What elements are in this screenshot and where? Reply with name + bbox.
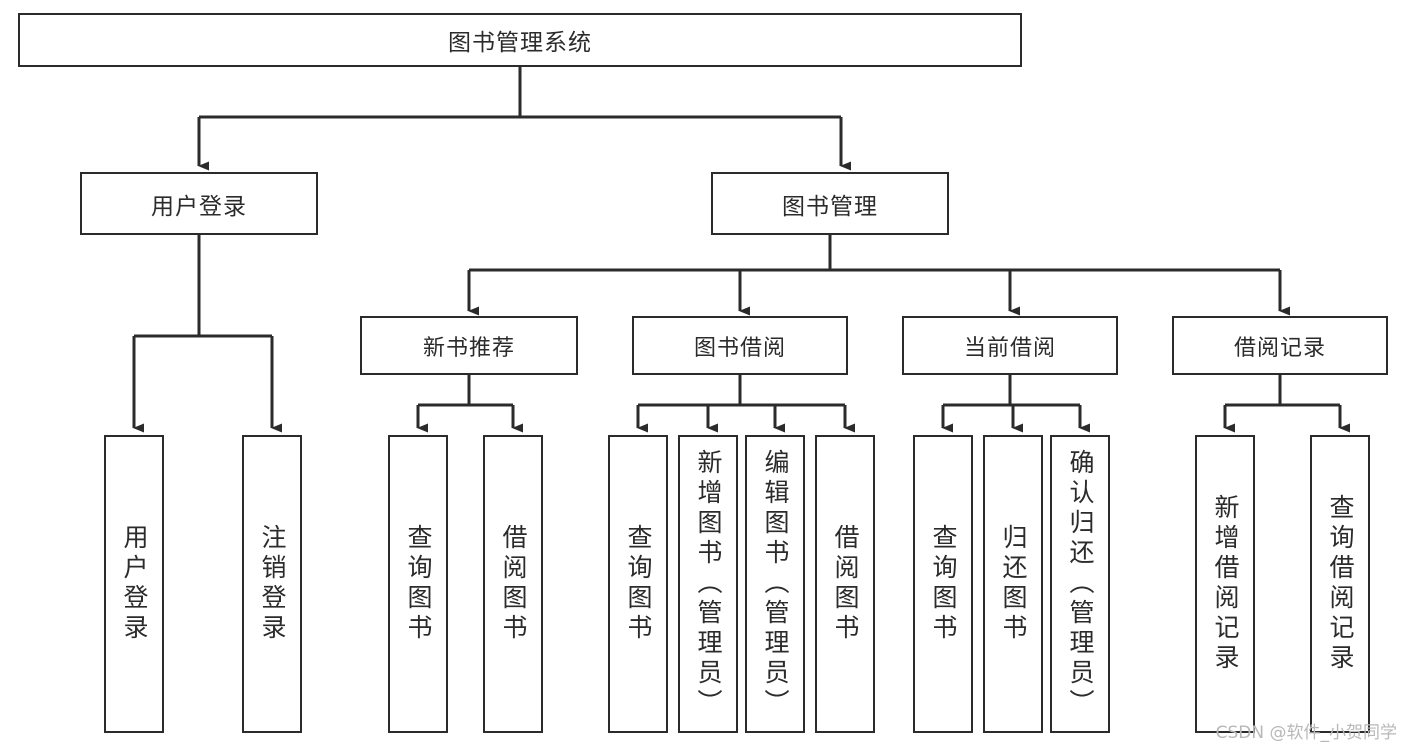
leaf-borrow-query-book-label: 查询图书	[624, 524, 653, 644]
leaf-record-query-label: 查询借阅记录	[1326, 494, 1355, 674]
node-new-book-recommend-label: 新书推荐	[422, 335, 515, 361]
leaf-user-login[interactable]: 用户登录	[104, 435, 164, 733]
leaf-newbook-borrow-book-label: 借阅图书	[499, 524, 528, 644]
node-new-book-recommend[interactable]: 新书推荐	[360, 316, 578, 375]
leaf-borrow-borrow-book-label: 借阅图书	[831, 524, 860, 644]
leaf-newbook-query-book[interactable]: 查询图书	[388, 435, 448, 733]
leaf-borrow-query-book[interactable]: 查询图书	[608, 435, 668, 733]
leaf-current-query-book-label: 查询图书	[929, 524, 958, 644]
node-borrow-record[interactable]: 借阅记录	[1172, 316, 1388, 375]
leaf-borrow-borrow-book[interactable]: 借阅图书	[815, 435, 875, 733]
leaf-logout-label: 注销登录	[258, 524, 287, 644]
node-book-management[interactable]: 图书管理	[711, 172, 949, 235]
node-user-login-label: 用户登录	[151, 193, 247, 220]
leaf-user-login-label: 用户登录	[120, 524, 149, 644]
leaf-current-return-book[interactable]: 归还图书	[983, 435, 1043, 733]
leaf-current-confirm-return-label: 确认归还（管理员）	[1066, 449, 1095, 719]
leaf-borrow-edit-book-label: 编辑图书（管理员）	[761, 449, 790, 719]
node-user-login[interactable]: 用户登录	[80, 172, 318, 235]
leaf-current-confirm-return[interactable]: 确认归还（管理员）	[1050, 435, 1110, 733]
leaf-current-return-book-label: 归还图书	[999, 524, 1028, 644]
leaf-newbook-borrow-book[interactable]: 借阅图书	[483, 435, 543, 733]
node-book-borrow[interactable]: 图书借阅	[632, 316, 848, 375]
leaf-borrow-add-book-label: 新增图书（管理员）	[694, 449, 723, 719]
node-root[interactable]: 图书管理系统	[18, 13, 1022, 67]
node-book-borrow-label: 图书借阅	[693, 335, 786, 361]
node-current-borrow-label: 当前借阅	[963, 335, 1056, 361]
leaf-newbook-query-book-label: 查询图书	[404, 524, 433, 644]
node-root-label: 图书管理系统	[448, 30, 592, 56]
leaf-borrow-add-book[interactable]: 新增图书（管理员）	[678, 435, 738, 733]
leaf-logout[interactable]: 注销登录	[242, 435, 302, 733]
node-borrow-record-label: 借阅记录	[1233, 335, 1326, 361]
leaf-record-add-label: 新增借阅记录	[1211, 494, 1240, 674]
leaf-record-query[interactable]: 查询借阅记录	[1310, 435, 1370, 733]
leaf-current-query-book[interactable]: 查询图书	[913, 435, 973, 733]
leaf-borrow-edit-book[interactable]: 编辑图书（管理员）	[745, 435, 805, 733]
watermark: CSDN @软件_小贺同学	[1215, 723, 1397, 743]
node-book-management-label: 图书管理	[782, 193, 878, 220]
leaf-record-add[interactable]: 新增借阅记录	[1195, 435, 1255, 733]
node-current-borrow[interactable]: 当前借阅	[902, 316, 1118, 375]
